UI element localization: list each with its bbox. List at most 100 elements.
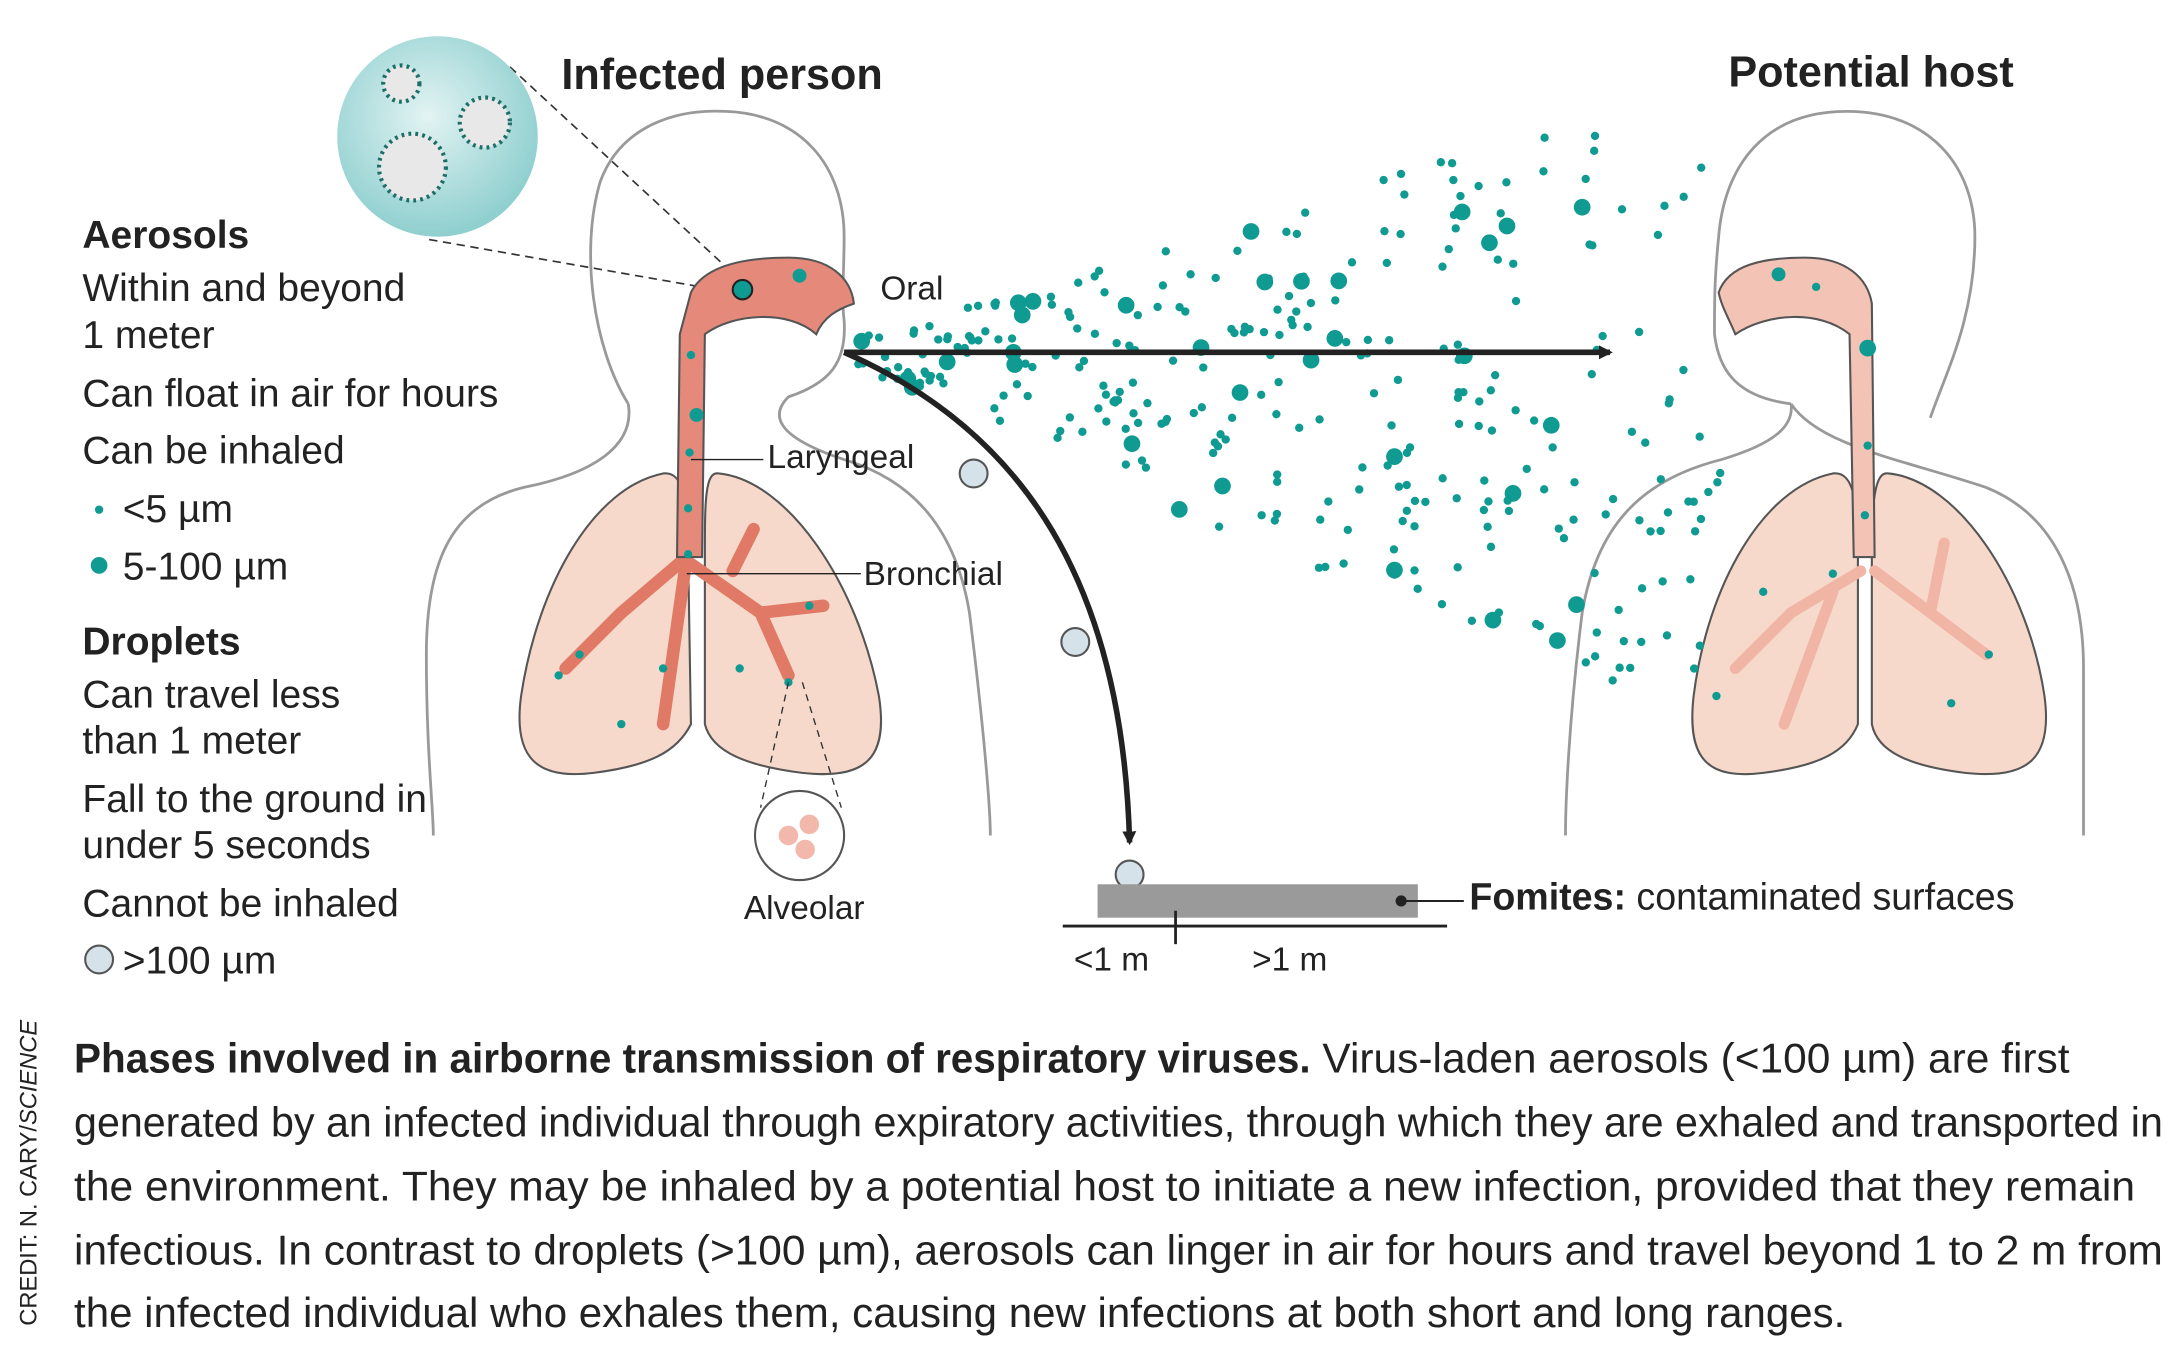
aerosol-particle: [1287, 315, 1296, 325]
aerosol-particle: [1158, 281, 1168, 290]
aerosol-particle: [1065, 413, 1075, 422]
aerosol-particle: [1454, 355, 1463, 365]
aerosol-particle: [878, 373, 887, 382]
droplets-heading: Droplets: [82, 621, 240, 664]
aerosol-particle: [1590, 131, 1600, 141]
small-aerosol-icon: [94, 505, 104, 514]
aerosol-particle: [1615, 663, 1624, 672]
aerosol-particle: [1330, 272, 1348, 290]
aerosol-particle: [1216, 430, 1225, 439]
aerosol-particle: [1112, 338, 1121, 348]
caption-line: generated by an infected individual thro…: [74, 1098, 2163, 1145]
aerosol-particle: [1656, 475, 1666, 484]
aerosol-particle: [1214, 477, 1231, 495]
aerosol-particle: [1695, 432, 1704, 441]
aerosol-particle: [1496, 209, 1505, 218]
aerosol-particle: [1634, 327, 1644, 337]
aerosol-particle: [1453, 563, 1462, 572]
aerosol-particle: [1302, 351, 1320, 369]
aerosol-particle: [1314, 563, 1324, 572]
aerosol-particle: [1284, 291, 1294, 301]
aerosol-particle: [1094, 404, 1103, 413]
aerosol-particle: [935, 372, 945, 382]
aerosol-particle: [1548, 443, 1557, 452]
aerosol-particle: [1712, 691, 1721, 701]
aerosol-particle: [995, 416, 1005, 426]
aerosol-particle: [1021, 359, 1030, 368]
aerosol-particle: [1125, 341, 1134, 350]
aerosol-particle: [1358, 463, 1367, 472]
alveolar-label: Alveolar: [744, 890, 865, 927]
aerosol-particle: [1656, 526, 1665, 536]
aerosol-particle: [1569, 515, 1578, 524]
aerosol-particle: [1387, 421, 1396, 430]
aerosol-particle: [1449, 175, 1458, 185]
aerosol-particle: [1410, 496, 1420, 506]
aerosol-particle: [1511, 296, 1521, 306]
aerosol-particle: [1257, 390, 1266, 399]
droplet-icon: [84, 944, 115, 975]
aerosol-particle: [1233, 246, 1242, 255]
aerosol-particle: [1617, 205, 1627, 214]
aerosol-particle: [1143, 398, 1152, 408]
aerosol-particle: [1589, 146, 1599, 155]
aerosol-particle: [1162, 414, 1172, 424]
aerosol-particle: [1074, 278, 1083, 287]
aerosol-particle: [1454, 419, 1464, 429]
aerosol-particle: [1696, 514, 1706, 524]
aerosol-particle: [1481, 234, 1498, 252]
aerosol-particle: [1483, 522, 1492, 531]
aerosol-particle: [1272, 409, 1281, 419]
aerosol-particle: [1214, 522, 1224, 531]
aerosol-particle: [1627, 427, 1637, 437]
aerosol-particle: [1047, 300, 1057, 309]
aerosol-particle: [1389, 545, 1399, 554]
aerosol-particle: [1128, 378, 1138, 387]
fomites-label: Fomites: contaminated surfaces: [1469, 875, 2014, 917]
aerosol-particle: [1716, 468, 1725, 478]
aerosol-particle: [1542, 416, 1560, 434]
aerosol-particle: [1438, 262, 1447, 271]
aerosol-particle: [1451, 224, 1460, 233]
aerosol-particle: [990, 404, 999, 413]
aerosol-particle: [1504, 506, 1514, 516]
aerosol-particle: [1522, 464, 1531, 474]
aerosol-particle: [1240, 322, 1250, 332]
aerosol-particle: [1529, 416, 1539, 425]
aerosol-particle: [1123, 435, 1141, 453]
aerosol-particle: [1301, 208, 1310, 217]
aerosol-particle: [938, 353, 956, 371]
aerosol-spray: [853, 131, 1725, 701]
droplet-fact: under 5 seconds: [82, 824, 370, 867]
aerosol-particle: [973, 301, 983, 310]
aerosol-particle: [925, 321, 934, 331]
virus-magnification-bubble: [337, 36, 737, 294]
aerosol-particle: [1110, 396, 1120, 405]
droplet-arrow: [843, 349, 1137, 846]
aerosol-particle: [1117, 296, 1135, 314]
aerosol-particle: [1573, 198, 1591, 216]
aerosol-particle: [1331, 296, 1340, 305]
aerosol-particle: [1181, 307, 1190, 316]
aerosol-particle: [1410, 566, 1419, 575]
aerosol-fact: Can be inhaled: [82, 430, 344, 473]
aerosol-particle: [1275, 330, 1284, 340]
aerosol-particle: [939, 379, 948, 388]
aerosol-fact: 1 meter: [82, 314, 214, 357]
aerosol-particle: [1012, 380, 1022, 389]
aerosol-particle: [1438, 474, 1447, 483]
aerosol-particle: [1509, 259, 1518, 268]
aerosol-particle: [1646, 527, 1655, 536]
aerosol-particle: [1303, 322, 1312, 332]
aerosol-particle: [1697, 163, 1706, 172]
aerosol-particle: [990, 299, 999, 309]
infected-person-figure: [424, 109, 992, 836]
aerosol-particle: [1282, 227, 1291, 237]
aerosol-particle: [1653, 230, 1663, 240]
aerosol-particle: [1662, 631, 1672, 640]
aerosol-particle: [1474, 421, 1483, 431]
oral-label: Oral: [880, 270, 943, 307]
aerosol-particle: [1210, 438, 1220, 447]
aerosol-particle: [1324, 497, 1333, 506]
aerosol-particle: [1293, 272, 1310, 290]
